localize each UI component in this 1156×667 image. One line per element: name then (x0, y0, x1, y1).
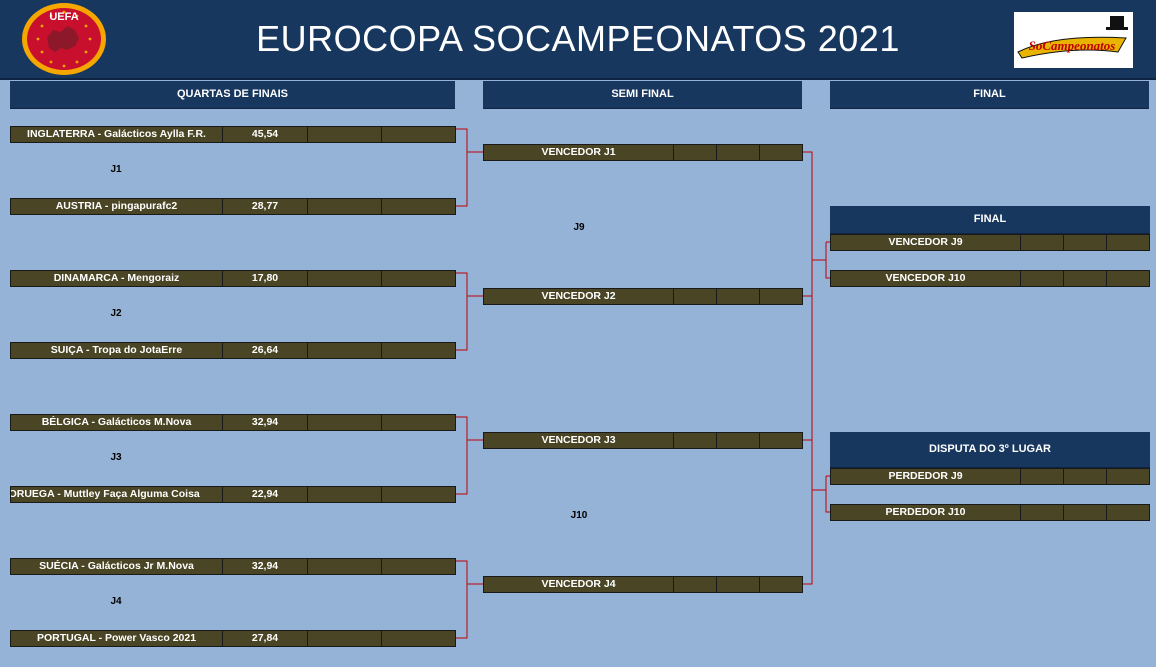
slot-label: PERDEDOR J10 (831, 505, 1021, 520)
semi-slot-4: VENCEDOR J4 (483, 576, 803, 593)
team-score: 27,84 (223, 631, 308, 646)
score-cell (308, 127, 382, 142)
svg-text:UEFA: UEFA (49, 11, 78, 23)
score-cell (717, 289, 760, 304)
quarter-j4-team-1: SUÉCIA - Galácticos Jr M.Nova 32,94 (10, 558, 456, 575)
team-name: SUIÇA - Tropa do JotaErre (11, 343, 223, 358)
score-cell (1064, 505, 1107, 520)
score-cell (308, 559, 382, 574)
svg-text:SoCampeonatos: SoCampeonatos (1029, 38, 1116, 53)
score-cell (382, 199, 455, 214)
final-slot-2: VENCEDOR J10 (830, 270, 1150, 287)
header-semis: SEMI FINAL (483, 81, 802, 109)
third-place-slot-1: PERDEDOR J9 (830, 468, 1150, 485)
team-score: 32,94 (223, 415, 308, 430)
quarter-j3-team-1: BÉLGICA - Galácticos M.Nova 32,94 (10, 414, 456, 431)
slot-label: VENCEDOR J4 (484, 577, 674, 592)
team-name: AUSTRIA - pingapurafc2 (11, 199, 223, 214)
team-score: 22,94 (223, 487, 308, 502)
final-block-title: FINAL (830, 206, 1150, 234)
score-cell (1064, 271, 1107, 286)
team-name: BÉLGICA - Galácticos M.Nova (11, 415, 223, 430)
quarter-j2-team-2: SUIÇA - Tropa do JotaErre 26,64 (10, 342, 456, 359)
score-cell (1064, 235, 1107, 250)
slot-label: VENCEDOR J3 (484, 433, 674, 448)
score-cell (308, 343, 382, 358)
third-place-slot-2: PERDEDOR J10 (830, 504, 1150, 521)
score-cell (760, 145, 802, 160)
quarter-j2-team-1: DINAMARCA - Mengoraiz 17,80 (10, 270, 456, 287)
score-cell (1021, 505, 1064, 520)
team-score: 26,64 (223, 343, 308, 358)
score-cell (1107, 469, 1149, 484)
score-cell (308, 631, 382, 646)
score-cell (1107, 235, 1149, 250)
game-label-j2: J2 (110, 308, 122, 319)
quarter-j1-team-1: INGLATERRA - Galácticos Aylla F.R. 45,54 (10, 126, 456, 143)
score-cell (382, 127, 455, 142)
quarter-j3-team-2: NORUEGA - Muttley Faça Alguma Coisa 22,9… (10, 486, 456, 503)
game-label-j10: J10 (570, 510, 588, 521)
score-cell (760, 433, 802, 448)
score-cell (717, 577, 760, 592)
game-label-j3: J3 (110, 452, 122, 463)
score-cell (717, 433, 760, 448)
header-quarters: QUARTAS DE FINAIS (10, 81, 455, 109)
team-name: NORUEGA - Muttley Faça Alguma Coisa (11, 487, 223, 502)
quarter-j4-team-2: PORTUGAL - Power Vasco 2021 27,84 (10, 630, 456, 647)
score-cell (674, 289, 717, 304)
third-place-title: DISPUTA DO 3º LUGAR (830, 432, 1150, 468)
score-cell (1107, 505, 1149, 520)
score-cell (382, 271, 455, 286)
team-score: 45,54 (223, 127, 308, 142)
score-cell (308, 487, 382, 502)
score-cell (1107, 271, 1149, 286)
score-cell (308, 415, 382, 430)
quarter-j1-team-2: AUSTRIA - pingapurafc2 28,77 (10, 198, 456, 215)
final-slot-1: VENCEDOR J9 (830, 234, 1150, 251)
header-final: FINAL (830, 81, 1149, 109)
score-cell (308, 199, 382, 214)
semi-slot-2: VENCEDOR J2 (483, 288, 803, 305)
score-cell (382, 559, 455, 574)
slot-label: VENCEDOR J10 (831, 271, 1021, 286)
score-cell (308, 271, 382, 286)
score-cell (1021, 235, 1064, 250)
socampeonatos-logo: SoCampeonatos (1014, 12, 1133, 68)
score-cell (674, 577, 717, 592)
team-name: SUÉCIA - Galácticos Jr M.Nova (11, 559, 223, 574)
game-label-j4: J4 (110, 596, 122, 607)
top-banner (0, 0, 1156, 80)
score-cell (382, 487, 455, 502)
score-cell (717, 145, 760, 160)
team-score: 17,80 (223, 271, 308, 286)
team-name: DINAMARCA - Mengoraiz (11, 271, 223, 286)
slot-label: VENCEDOR J9 (831, 235, 1021, 250)
semi-slot-1: VENCEDOR J1 (483, 144, 803, 161)
game-label-j1: J1 (110, 164, 122, 175)
score-cell (382, 415, 455, 430)
team-score: 32,94 (223, 559, 308, 574)
score-cell (760, 289, 802, 304)
page-title: EUROCOPA SOCAMPEONATOS 2021 (256, 18, 900, 59)
score-cell (674, 433, 717, 448)
game-label-j9: J9 (573, 222, 585, 233)
uefa-logo: UEFA (22, 3, 106, 75)
team-score: 28,77 (223, 199, 308, 214)
semi-slot-3: VENCEDOR J3 (483, 432, 803, 449)
team-name: INGLATERRA - Galácticos Aylla F.R. (11, 127, 223, 142)
slot-label: VENCEDOR J1 (484, 145, 674, 160)
score-cell (382, 631, 455, 646)
score-cell (1021, 271, 1064, 286)
score-cell (382, 343, 455, 358)
slot-label: VENCEDOR J2 (484, 289, 674, 304)
score-cell (1064, 469, 1107, 484)
score-cell (674, 145, 717, 160)
score-cell (1021, 469, 1064, 484)
slot-label: PERDEDOR J9 (831, 469, 1021, 484)
score-cell (760, 577, 802, 592)
team-name: PORTUGAL - Power Vasco 2021 (11, 631, 223, 646)
